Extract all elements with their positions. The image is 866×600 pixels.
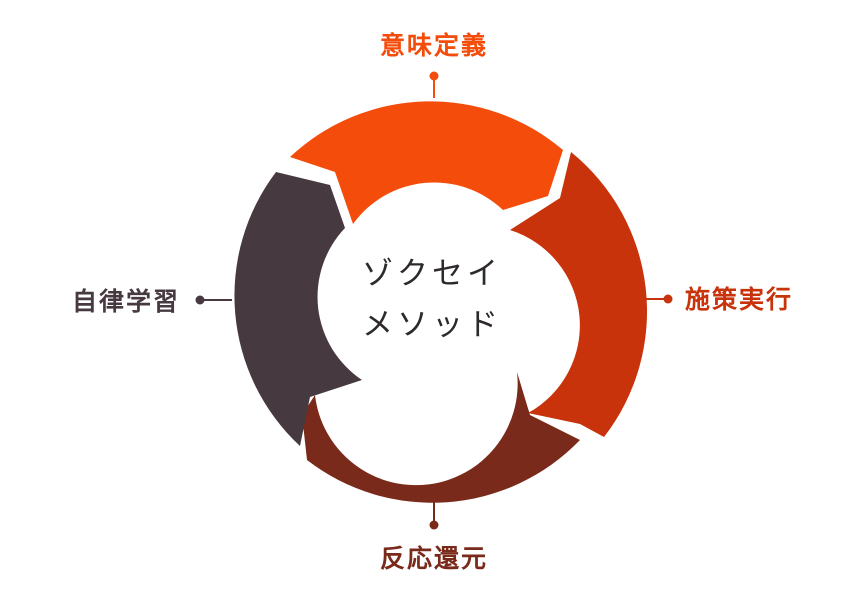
- connector-meaning: [429, 71, 439, 98]
- segment-execution: [510, 152, 648, 437]
- cycle-ring: [234, 101, 648, 503]
- method-title-line1: ゾクセイ: [362, 256, 502, 292]
- connector-learning: [195, 295, 232, 305]
- center-circle: [332, 198, 532, 398]
- segment-learning: [234, 172, 362, 446]
- stage-label-meaning: 意味定義: [380, 31, 488, 60]
- connector-return: [429, 502, 439, 530]
- stage-label-learning: 自律学習: [72, 287, 180, 316]
- method-title-line2: メソッド: [362, 307, 502, 343]
- stage-label-execution: 施策実行: [685, 285, 793, 314]
- segment-return: [302, 372, 580, 503]
- segment-meaning: [290, 101, 563, 224]
- connector-execution: [638, 294, 673, 304]
- stage-label-return: 反応還元: [380, 544, 488, 573]
